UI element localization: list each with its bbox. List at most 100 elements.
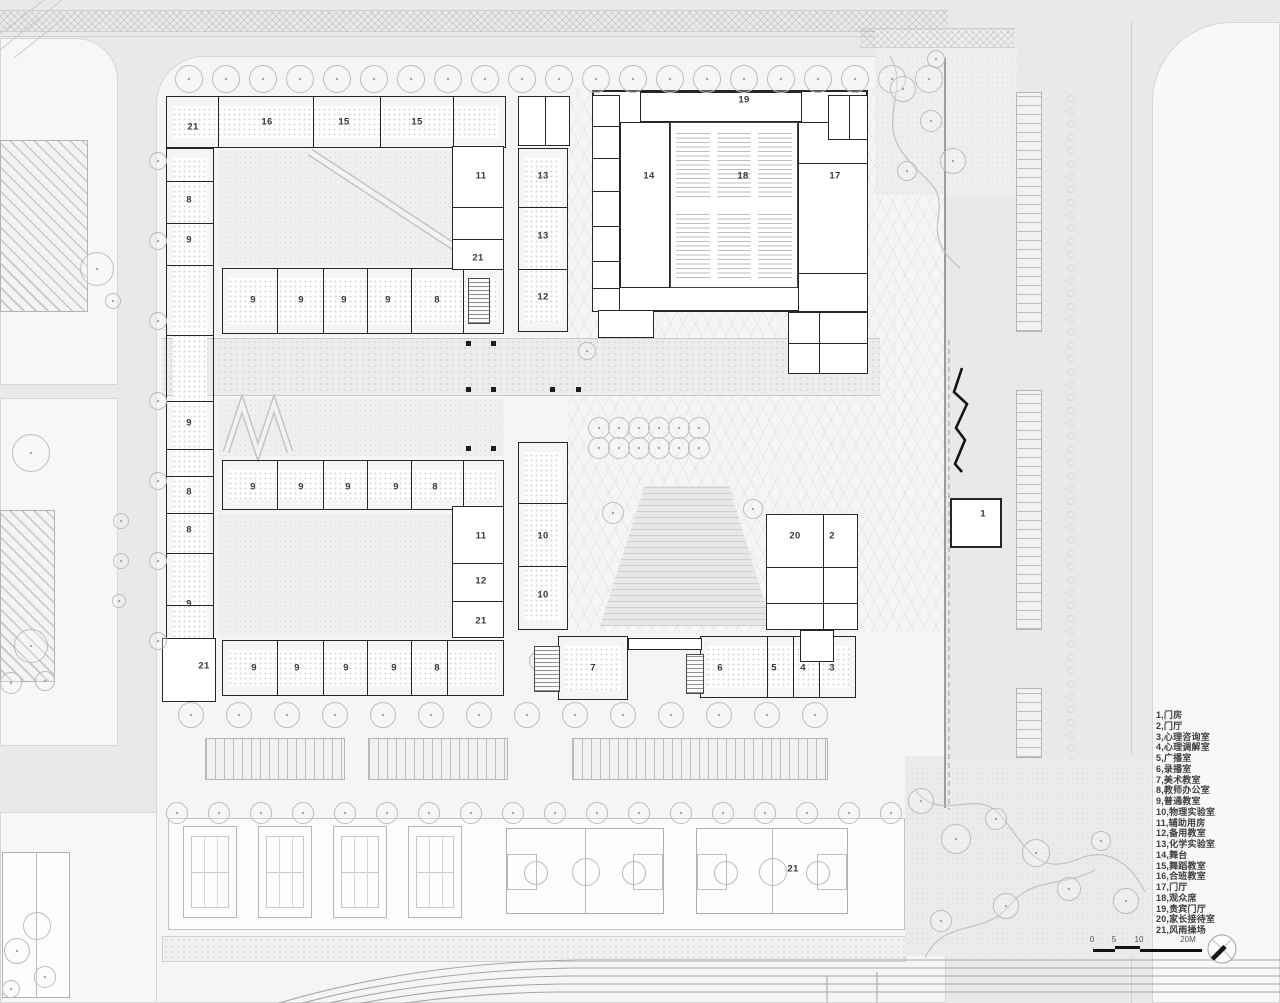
north-arrow-icon [1207,934,1237,964]
scale-label: 5 [1111,935,1117,944]
tree-28 [178,702,204,728]
room-label-9: 9 [343,662,349,674]
room-label-9: 9 [298,481,304,493]
scale-label: 10 [1134,935,1144,944]
room-label-3: 3 [829,662,835,674]
column-marker-5 [576,387,581,392]
tree-61 [608,417,630,439]
building-wing-9 [222,640,504,696]
legend-item: 2,门厅 [1156,720,1183,731]
wall-separator [167,605,213,606]
stairs-1 [468,278,490,324]
tree-21 [149,152,167,170]
room-label-10: 10 [537,530,549,542]
building-wing-23 [800,630,834,662]
three-point-arc [806,861,830,885]
basketball-court-0 [506,828,664,914]
tree-50 [502,802,524,824]
three-point-arc [622,861,646,885]
wall-separator [380,97,381,147]
wall-separator [463,269,464,333]
building-wing-11 [558,636,628,700]
wall-separator [167,265,213,266]
tree-8 [471,65,499,93]
room-label-9: 9 [251,662,257,674]
tree-51 [544,802,566,824]
room-label-6: 6 [717,662,723,674]
tree-66 [588,437,610,459]
tree-80 [1057,877,1081,901]
wall-separator [411,269,412,333]
north-road-line [0,36,948,37]
wall-separator [545,97,546,145]
tree-73 [743,499,763,519]
tree-31 [322,702,348,728]
tree-90 [4,938,30,964]
room-label-11: 11 [475,530,487,542]
wall-separator [323,461,324,509]
room-label-8: 8 [186,194,192,206]
tree-89 [927,50,945,68]
tree-7 [434,65,462,93]
wall-separator [277,641,278,695]
tree-57 [796,802,818,824]
tree-3 [286,65,314,93]
building-wing-24 [950,498,1002,548]
wall-separator [411,461,412,509]
tree-43 [208,802,230,824]
room-label-9: 9 [250,294,256,306]
tree-17 [804,65,832,93]
building-wing-15 [640,92,802,122]
wall-separator [447,641,448,695]
wall-separator [277,461,278,509]
tree-71 [688,437,710,459]
legend-item: 18,观众席 [1156,892,1197,903]
tree-81 [993,893,1019,919]
column-marker-6 [466,446,471,451]
building-wing-3 [222,268,504,334]
tree-47 [376,802,398,824]
room-label-21: 21 [787,863,799,875]
building-wing-22 [766,514,858,630]
room-label-2: 2 [829,530,835,542]
tree-70 [668,437,690,459]
room-label-7: 7 [590,662,596,674]
scale-segment [1115,946,1140,949]
building-wing-19 [828,95,868,140]
building-wing-0 [166,96,506,148]
room-label-21: 21 [472,252,484,264]
wall-separator [593,261,619,262]
tree-91 [34,966,56,988]
tree-49 [460,802,482,824]
legend-item: 15,舞蹈教室 [1156,860,1206,871]
tree-12 [619,65,647,93]
room-label-8: 8 [434,294,440,306]
wall-separator [218,97,219,147]
northeast-hatch-band [860,28,1015,48]
tree-16 [767,65,795,93]
room-label-8: 8 [186,486,192,498]
tree-1 [212,65,240,93]
wall-separator [463,461,464,509]
tree-88 [897,161,917,181]
wall-separator [767,637,768,697]
three-point-arc [524,861,548,885]
tree-94 [105,293,121,309]
tree-60 [588,417,610,439]
room-label-8: 8 [434,662,440,674]
wall-separator [767,567,857,568]
legend-item: 1,门房 [1156,710,1183,720]
room-label-19: 19 [738,94,750,106]
legend-item: 14,舞台 [1156,849,1188,860]
building-wing-5 [518,148,568,332]
tree-24 [149,392,167,410]
wall-separator [453,97,454,147]
campus-east-wall [944,58,946,808]
wall-separator [167,335,213,336]
wall-separator [823,515,824,629]
tree-13 [656,65,684,93]
tree-30 [274,702,300,728]
wall-separator [793,637,794,697]
legend-item: 13,化学实验室 [1156,839,1216,849]
